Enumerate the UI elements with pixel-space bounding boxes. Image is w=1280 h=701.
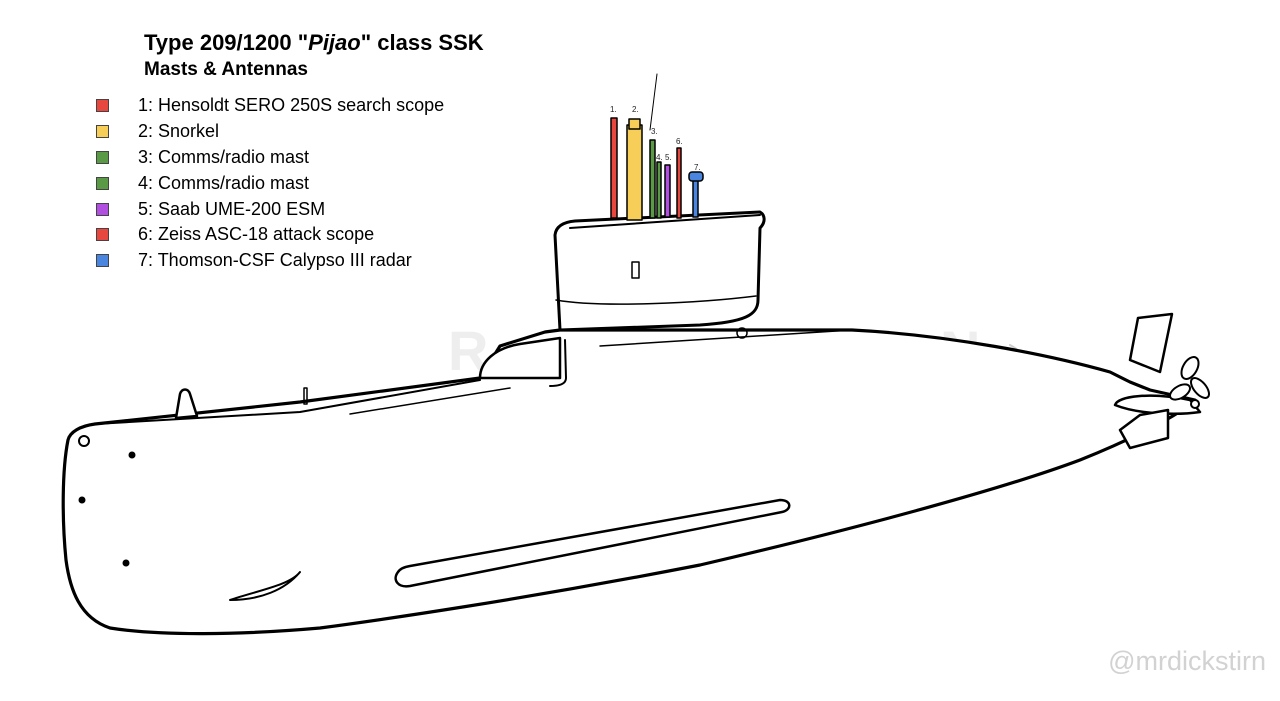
pipe — [549, 339, 567, 387]
upper-rudder — [1128, 312, 1174, 374]
mast-2-snorkel — [626, 124, 643, 221]
legend-item: 6: Zeiss ASC-18 attack scope — [96, 222, 444, 248]
title-italic: Pijao — [308, 30, 361, 55]
mast-7-radar-head — [688, 171, 704, 182]
port-hole — [736, 327, 748, 339]
title-suffix: " class SSK — [360, 30, 484, 55]
legend-swatch — [96, 254, 109, 268]
legend-item: 3: Comms/radio mast — [96, 145, 444, 171]
legend-label: 7: Thomson-CSF Calypso III radar — [138, 250, 412, 271]
mast-5-esm — [664, 164, 671, 218]
deck-line — [94, 379, 481, 425]
legend: 1: Hensoldt SERO 250S search scope 2: Sn… — [96, 93, 444, 274]
legend-swatch — [96, 99, 109, 113]
diagram-subtitle: Masts & Antennas — [144, 59, 308, 80]
bow-details — [78, 435, 301, 601]
mast-number: 5. — [665, 153, 672, 162]
mast-number: 4. — [656, 153, 663, 162]
hull-outline — [61, 328, 1197, 636]
legend-label: 5: Saab UME-200 ESM — [138, 198, 326, 219]
mast-1-search-scope — [610, 117, 618, 219]
radio-wire — [649, 73, 658, 131]
legend-item: 4: Comms/radio mast — [96, 170, 444, 196]
mast-group — [610, 73, 704, 221]
legend-label: 3: Comms/radio mast — [138, 146, 310, 167]
mast-3-comms — [649, 139, 656, 219]
legend-swatch — [96, 228, 109, 242]
bow-fin — [174, 388, 199, 420]
legend-swatch — [96, 176, 109, 190]
legend-label: 2: Snorkel — [138, 121, 220, 142]
mast-7-radar — [692, 179, 699, 218]
legend-swatch — [96, 125, 109, 139]
sail-lower-line — [555, 295, 757, 305]
forward-fairing — [478, 336, 562, 380]
lower-rudder — [1118, 408, 1170, 450]
mast-2-snorkel-head — [628, 118, 641, 130]
casing-line — [349, 387, 511, 415]
legend-item: 5: Saab UME-200 ESM — [96, 196, 444, 222]
mast-number: 7. — [694, 163, 701, 172]
legend-swatch — [96, 202, 109, 216]
legend-label: 6: Zeiss ASC-18 attack scope — [138, 224, 375, 245]
legend-item: 2: Snorkel — [96, 119, 444, 145]
mast-number: 1. — [610, 105, 617, 114]
deck-post — [303, 387, 308, 405]
mast-number: 2. — [632, 105, 639, 114]
mast-number: 3. — [651, 127, 658, 136]
legend-label: 4: Comms/radio mast — [138, 172, 310, 193]
sail-top — [569, 214, 761, 229]
side-bulge — [394, 498, 791, 588]
propeller — [1169, 356, 1210, 409]
legend-label: 1: Hensoldt SERO 250S search scope — [138, 95, 445, 116]
diagram-title: Type 209/1200 "Pijao" class SSK — [144, 30, 484, 56]
author-handle: @mrdickstirn — [1108, 646, 1266, 676]
legend-item: 1: Hensoldt SERO 250S search scope — [96, 93, 444, 119]
sail — [553, 210, 766, 332]
mast-number: 6. — [676, 137, 683, 146]
sail-window — [631, 261, 640, 279]
mast-numbers: 1. 2. 3. 4. 5. 6. 7. — [610, 105, 701, 172]
legend-swatch — [96, 150, 109, 164]
mast-4-comms — [656, 161, 662, 219]
legend-item: 7: Thomson-CSF Calypso III radar — [96, 248, 444, 274]
hull-mid-line — [599, 329, 853, 347]
title-block: Type 209/1200 "Pijao" class SSK Masts & … — [144, 30, 484, 82]
title-prefix: Type 209/1200 " — [144, 30, 309, 55]
mast-6-attack-scope — [676, 147, 682, 219]
